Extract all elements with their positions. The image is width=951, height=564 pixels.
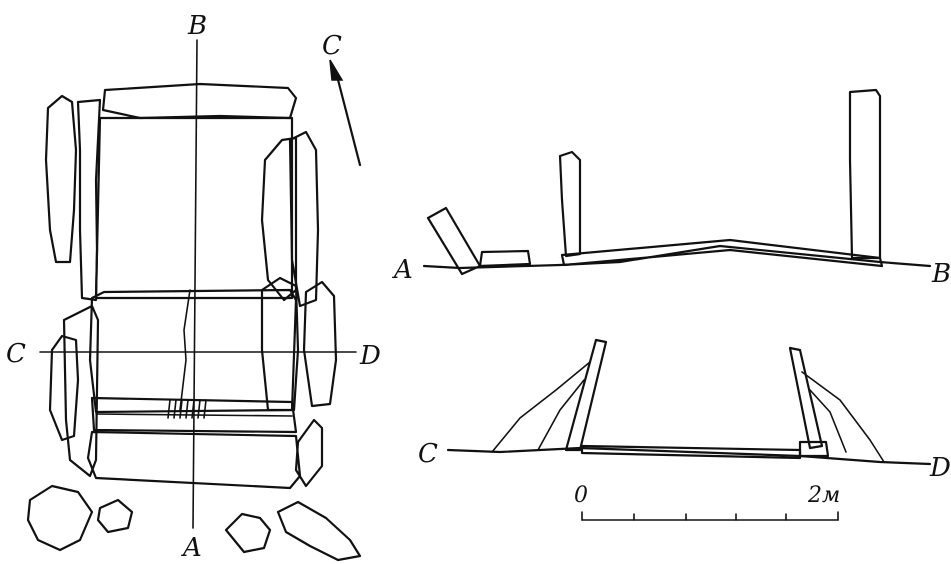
section-cd-right-upright (788, 346, 824, 450)
plan-label-bottom: A (181, 533, 202, 563)
section-ab-label-left: A (392, 255, 413, 285)
section-ab-label-right: B (931, 259, 951, 289)
scale-bar-end: 2м (807, 483, 840, 508)
section-cd-label-right: D (929, 453, 951, 483)
north-arrow (329, 59, 362, 167)
section-cd-left-upright (564, 338, 608, 452)
scale-bar-start: 0 (574, 483, 588, 508)
section-ab-left-upright (558, 150, 582, 258)
plan-stone-3 (224, 512, 272, 554)
plan-right-lower-outer (302, 280, 338, 408)
section-ab-right-upright (848, 88, 882, 260)
section-cd-left-mound-inner (537, 379, 585, 451)
plan-left-outer-slab (44, 94, 78, 264)
plan-left-wall (76, 98, 102, 302)
section-cd-floor-slab (580, 444, 802, 460)
section-cd: C D (418, 338, 951, 483)
section-ab: A B (392, 88, 951, 289)
section-line-ab (192, 39, 198, 529)
plan-label-top: B (187, 11, 207, 41)
scale-bar: 0 2м (574, 483, 840, 521)
plan-forecourt-slab (86, 430, 302, 490)
plan-right-wall (288, 130, 320, 308)
plan-portal-slab (90, 396, 298, 434)
plan-stone-1 (26, 484, 94, 552)
plan-stone-2 (96, 498, 134, 534)
plan-view: B A C D C (6, 11, 381, 563)
plan-stone-4 (276, 500, 362, 562)
plan-cap-stone (101, 82, 298, 120)
plan-right-lower-slab (260, 276, 300, 412)
plan-chamber (94, 116, 294, 300)
section-cd-right-mound-inner (809, 389, 847, 453)
section-cd-left-mound (491, 361, 591, 453)
plan-crack (179, 289, 191, 411)
section-cd-small-block (798, 440, 830, 458)
plan-label-left: C (6, 339, 26, 369)
section-cd-right-mound (801, 371, 885, 463)
north-arrow-label: C (322, 31, 342, 61)
plan-portal-slab-right (294, 418, 324, 488)
plan-right-outer-slab (260, 136, 298, 302)
section-ab-floor-slab (560, 238, 884, 268)
plan-front-chamber (88, 288, 298, 414)
plan-label-right: D (359, 341, 381, 371)
section-cd-label-left: C (418, 439, 438, 469)
section-ab-tilted-stone (426, 206, 482, 276)
plan-porthole-hatch (167, 399, 207, 419)
section-ab-low-stone (478, 249, 532, 268)
